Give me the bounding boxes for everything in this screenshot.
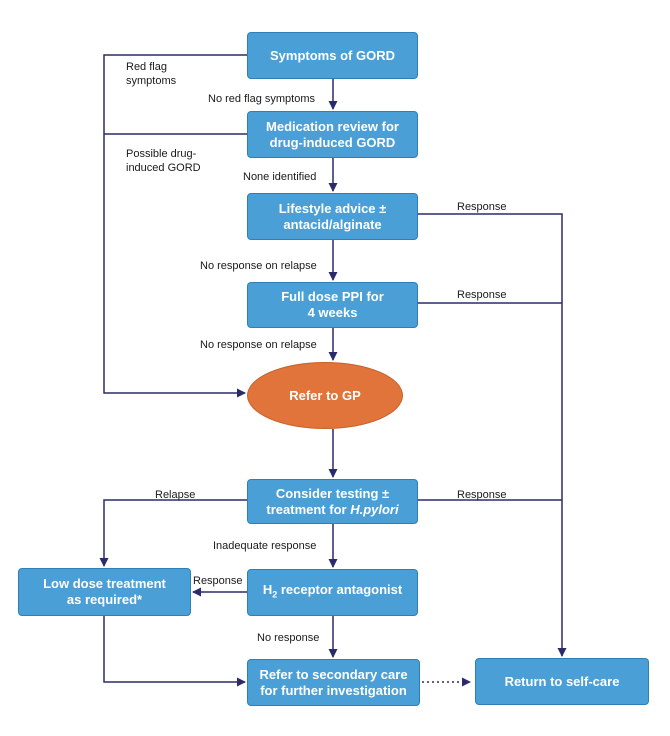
node-testing-line1: Consider testing ± bbox=[275, 485, 390, 501]
node-medication-review-line1: Medication review for bbox=[266, 118, 399, 134]
label-response-1: Response bbox=[457, 201, 507, 213]
node-low-dose-line2: as required* bbox=[66, 592, 143, 607]
node-secondary-line2: for further investigation bbox=[260, 682, 407, 698]
node-low-dose-line1: Low dose treatment bbox=[43, 576, 166, 591]
label-no-response-relapse-1: No response on relapse bbox=[200, 260, 317, 272]
node-refer-gp-text: Refer to GP bbox=[289, 388, 361, 403]
label-red-flag-line2: symptoms bbox=[126, 75, 177, 87]
label-drug-induced-line1: Possible drug- bbox=[126, 148, 197, 160]
node-secondary-care: Refer to secondary care for further inve… bbox=[247, 659, 420, 706]
node-h2-text: H2 receptor antagonist bbox=[263, 582, 402, 603]
node-testing-line2: treatment for H.pylori bbox=[266, 502, 398, 518]
node-h2-sub: 2 bbox=[272, 589, 278, 600]
node-secondary-line1: Refer to secondary care bbox=[259, 666, 408, 682]
node-ppi-line2: 4 weeks bbox=[307, 305, 358, 320]
node-symptoms: Symptoms of GORD bbox=[247, 32, 418, 79]
label-drug-induced-line2: induced GORD bbox=[126, 162, 201, 174]
node-lifestyle: Lifestyle advice ± antacid/alginate bbox=[247, 193, 418, 240]
node-testing-line2-italic: H.pylori bbox=[350, 501, 399, 517]
node-testing: Consider testing ± treatment for H.pylor… bbox=[247, 479, 418, 524]
node-self-care: Return to self-care bbox=[475, 658, 649, 705]
node-h2-suffix: receptor antagonist bbox=[277, 582, 403, 598]
label-red-flag: Red flag symptoms bbox=[126, 60, 176, 88]
label-response-h2: Response bbox=[193, 575, 243, 587]
node-ppi-line1: Full dose PPI for bbox=[281, 289, 384, 304]
node-self-care-text: Return to self-care bbox=[504, 673, 620, 689]
node-refer-gp: Refer to GP bbox=[247, 362, 403, 429]
label-no-response-relapse-2: No response on relapse bbox=[200, 339, 317, 351]
node-lifestyle-line1: Lifestyle advice ± bbox=[278, 200, 387, 216]
node-testing-line2-prefix: treatment for bbox=[266, 501, 351, 517]
arrow-relapse-to-lowdose bbox=[99, 499, 247, 567]
node-ppi: Full dose PPI for 4 weeks bbox=[247, 282, 418, 328]
node-h2-prefix: H bbox=[262, 582, 273, 598]
arrow-response-to-selfcare bbox=[417, 213, 567, 657]
label-response-3: Response bbox=[457, 489, 507, 501]
label-drug-induced: Possible drug- induced GORD bbox=[126, 147, 201, 175]
label-none-identified: None identified bbox=[243, 171, 317, 183]
label-inadequate-response: Inadequate response bbox=[213, 540, 317, 552]
node-medication-review: Medication review for drug-induced GORD bbox=[247, 111, 418, 158]
label-response-2: Response bbox=[457, 289, 507, 301]
node-low-dose: Low dose treatment as required* bbox=[18, 568, 191, 616]
label-no-red-flag: No red flag symptoms bbox=[208, 93, 315, 105]
arrow-red-flag-to-gp bbox=[103, 54, 247, 398]
arrow-lowdose-to-secondary bbox=[103, 616, 246, 687]
node-symptoms-text: Symptoms of GORD bbox=[270, 47, 395, 63]
node-h2-antagonist: H2 receptor antagonist bbox=[247, 569, 418, 616]
label-no-response: No response bbox=[257, 632, 320, 644]
label-relapse: Relapse bbox=[155, 489, 196, 501]
label-red-flag-line1: Red flag bbox=[126, 61, 167, 73]
node-lifestyle-line2: antacid/alginate bbox=[283, 216, 382, 232]
node-medication-review-line2: drug-induced GORD bbox=[269, 134, 396, 150]
